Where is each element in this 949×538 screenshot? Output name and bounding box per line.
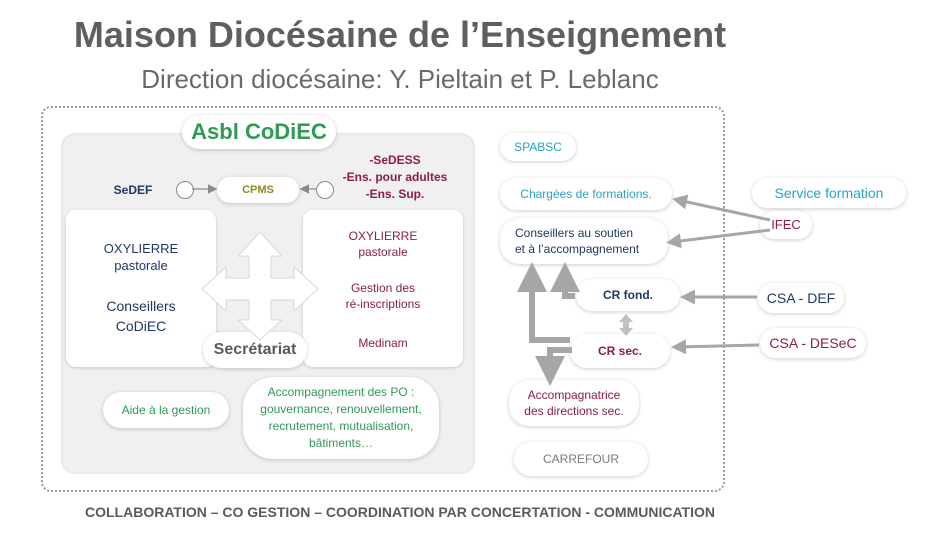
ifec-label: IFEC [771,217,801,232]
csa-def-label: CSA - DEF [766,290,836,306]
sedess-label: -SeDESS [369,153,421,167]
conseillers-soutien-text: Conseillers au soutien et à l’accompagne… [500,218,668,257]
four-way-arrow-icon [201,231,319,341]
accompagnatrice-line-2: des directions sec. [524,404,624,418]
carrefour-label: CARREFOUR [542,452,619,466]
sedef-connector-circle [176,181,194,199]
aide-gestion-label: Aide à la gestion [121,403,211,417]
cr-sec-to-conseillers-arrow [517,262,570,343]
cr-fond-to-conseillers-arrow [550,262,580,299]
carrefour-box: CARREFOUR [514,442,648,476]
cr-fond-label: CR fond. [603,288,653,302]
codiec-label: Asbl CoDiEC [182,115,336,149]
left-conseillers: Conseillers CoDiEC [66,296,216,336]
cr-sec-to-accompagnatrice-arrow [535,347,572,386]
csa-desec-label: CSA - DESeC [769,335,857,351]
codiec-label-text: Asbl CoDiEC [191,119,327,144]
left-pastorale-label: pastorale [114,258,168,273]
right-gestion: Gestion des ré-inscriptions [303,280,463,312]
footer-motto: COLLABORATION – CO GESTION – COORDINATIO… [85,504,715,520]
csa-desec-to-cr-sec-arrow [671,339,760,355]
accompagnement-line-2: gouvernance, renouvellement, [260,402,422,416]
conseillers-soutien-box: Conseillers au soutien et à l’accompagne… [500,218,668,264]
spabsc-box: SPABSC [500,133,576,161]
ens-adultes-label: -Ens. pour adultes [342,170,448,184]
secondary-services: -SeDESS -Ens. pour adultes -Ens. Sup. [330,152,460,203]
secondary-connector-circle [316,181,334,199]
secretariat-label: Secrétariat [213,341,297,358]
left-panel: OXYLIERRE pastorale Conseillers CoDiEC [66,210,216,367]
accompagnement-po-box: Accompagnement des PO : gouvernance, ren… [243,377,439,459]
conseillers-soutien-line-1: Conseillers au soutien [515,226,634,240]
ifec-to-conseillers-arrow [666,228,771,249]
csa-desec-box: CSA - DESeC [760,328,866,358]
conseillers-soutien-line-2: et à l’accompagnement [515,242,640,256]
ens-sup-label: -Ens. Sup. [365,187,425,201]
service-formation-label: Service formation [774,185,884,201]
accompagnement-line-4: bâtiments… [308,436,374,450]
page-title: Maison Diocésaine de l’Enseignement [73,14,727,55]
cr-fond-box: CR fond. [576,279,680,311]
left-oxylierre-label: OXYLIERRE [103,241,179,256]
left-codiec-label: CoDiEC [115,318,167,334]
ifec-to-chargees-arrow [672,194,771,222]
right-reinscriptions-label: ré-inscriptions [345,297,421,311]
accompagnement-line-3: recrutement, mutualisation, [268,419,414,433]
right-panel: OXYLIERRE pastorale Gestion des ré-inscr… [303,210,463,367]
right-oxylierre: OXYLIERRE pastorale [303,228,463,260]
cr-fond-cr-sec-double-arrow [619,314,633,336]
cr-sec-box: CR sec. [570,334,670,368]
csa-def-box: CSA - DEF [758,283,844,313]
sedef-label: SeDEF [113,183,153,197]
accompagnement-line-1: Accompagnement des PO : [267,385,415,399]
cr-sec-label: CR sec. [597,344,643,358]
cpms-box: CPMS [217,177,299,203]
accompagnatrice-box: Accompagnatrice des directions sec. [509,380,639,426]
ifec-box: IFEC [760,211,812,239]
right-pastorale-label: pastorale [358,245,408,259]
cpms-label: CPMS [242,184,274,196]
service-formation-box: Service formation [752,178,906,208]
right-gestion-label: Gestion des [350,281,416,295]
page-subtitle: Direction diocésaine: Y. Pieltain et P. … [141,64,659,94]
right-oxylierre-label: OXYLIERRE [348,229,418,243]
chargees-box: Chargées de formations. [500,178,672,210]
secretariat-box: Secrétariat [203,332,307,368]
right-medinam: Medinam [358,336,408,350]
chargees-label: Chargées de formations. [520,187,652,201]
accompagnatrice-line-1: Accompagnatrice [527,388,621,402]
accompagnatrice-text: Accompagnatrice des directions sec. [509,380,639,419]
accompagnement-po-text: Accompagnement des PO : gouvernance, ren… [243,377,439,452]
left-conseillers-label: Conseillers [106,298,176,314]
left-oxylierre: OXYLIERRE pastorale [66,240,216,274]
aide-gestion-box: Aide à la gestion [103,392,229,428]
spabsc-label: SPABSC [514,140,562,154]
